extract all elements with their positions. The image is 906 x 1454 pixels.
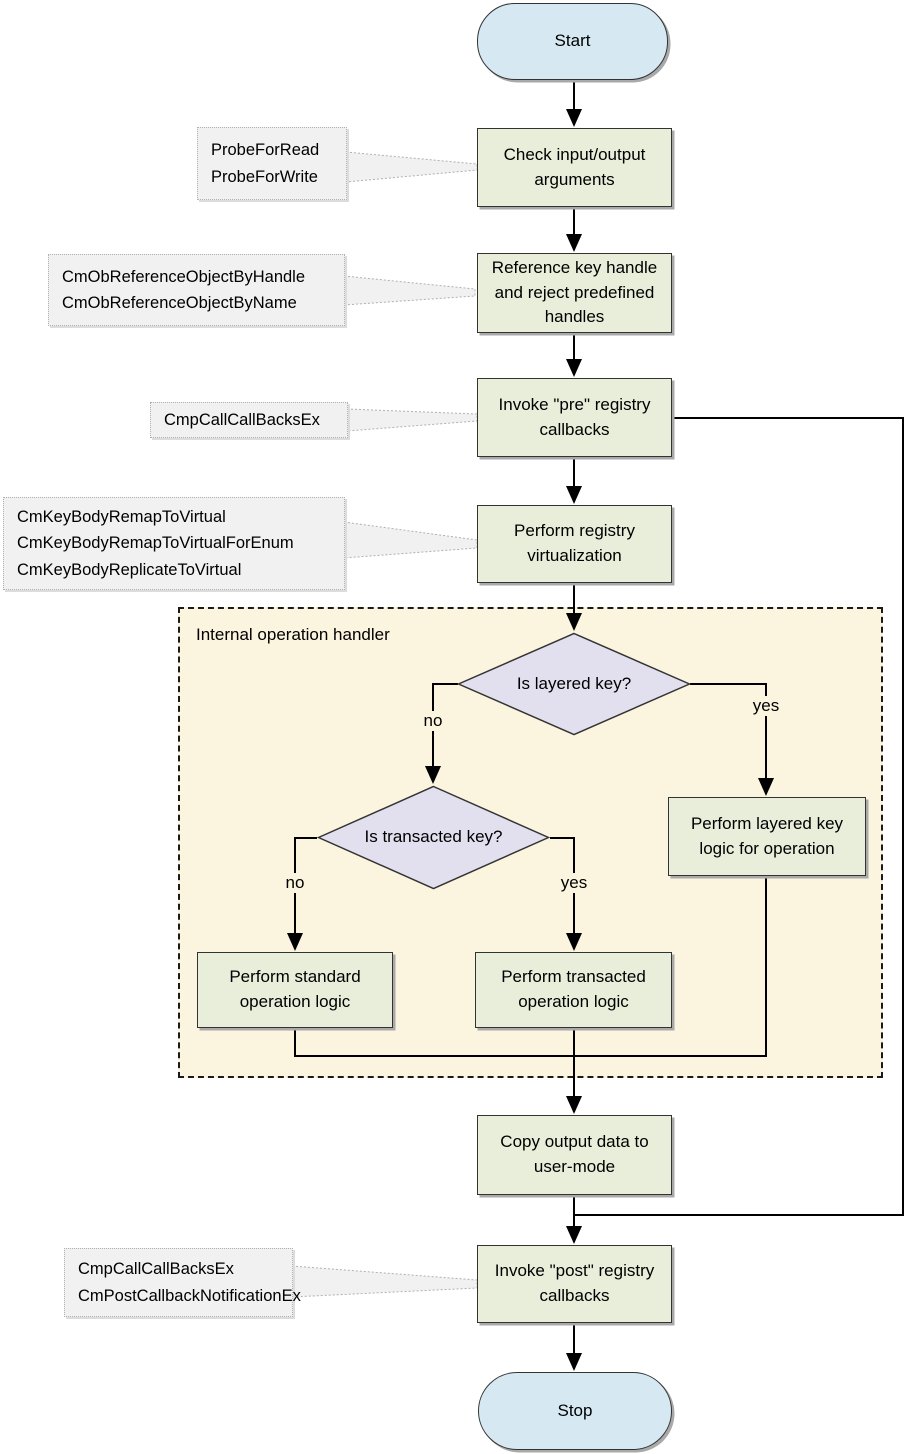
invoke-pre-callbacks-label: Invoke "pre" registry callbacks	[498, 394, 651, 439]
transacted-logic-label: Perform transacted operation logic	[501, 967, 646, 1011]
annotation-line: CmObReferenceObjectByName	[62, 294, 297, 312]
diamond-shape	[317, 785, 550, 890]
callout-tail	[345, 151, 478, 183]
callout-tail	[346, 408, 478, 432]
edge-transacted-no	[287, 837, 317, 951]
invoke-pre-callbacks-node: Invoke "pre" registry callbacks	[477, 378, 672, 457]
annotation-virtualization: CmKeyBodyRemapToVirtual CmKeyBodyRemapTo…	[3, 497, 345, 590]
transacted-no-label: no	[281, 873, 309, 893]
annotation-line: CmKeyBodyReplicateToVirtual	[17, 560, 242, 579]
annotation-line: CmObReferenceObjectByHandle	[62, 267, 306, 286]
annotation-line: CmpCallCallBacksEx	[164, 410, 320, 429]
annotation-post-callbacks: CmpCallCallBacksEx CmPostCallbackNotific…	[64, 1248, 301, 1317]
annotation-reference: CmObReferenceObjectByHandle CmObReferenc…	[48, 254, 345, 326]
copy-output-node: Copy output data to user-mode	[477, 1115, 672, 1195]
edge-layered-no	[425, 683, 458, 784]
annotation-probe: ProbeForRead ProbeForWrite	[197, 127, 347, 200]
diamond-shape	[457, 632, 691, 736]
reference-handle-node: Reference key handle and reject predefin…	[477, 253, 672, 333]
edge-transacted-yes	[550, 837, 582, 951]
registry-virtualization-node: Perform registry virtualization	[477, 505, 672, 583]
is-transacted-key-label: Is transacted key?	[364, 827, 503, 847]
check-arguments-label: Check input/output arguments	[503, 144, 646, 189]
annotation-line: ProbeForWrite	[211, 167, 318, 186]
stop-label: Stop	[557, 1400, 593, 1420]
edge-layered-yes	[690, 683, 774, 796]
annotation-line: CmKeyBodyRemapToVirtual	[17, 507, 226, 526]
edge-layered-merge	[574, 876, 767, 1057]
is-transacted-key-decision: Is transacted key?	[317, 785, 550, 890]
registry-virtualization-label: Perform registry virtualization	[514, 521, 635, 565]
invoke-post-callbacks-label: Invoke "post" registry callbacks	[494, 1261, 655, 1305]
annotation-line: CmPostCallbackNotificationEx	[78, 1286, 301, 1305]
copy-output-label: Copy output data to user-mode	[500, 1132, 649, 1176]
callout-tail	[291, 1265, 478, 1298]
transacted-logic-node: Perform transacted operation logic	[475, 952, 672, 1028]
callout-tail	[343, 521, 478, 559]
layered-yes-label: yes	[748, 696, 784, 716]
annotation-line: CmKeyBodyRemapToVirtualForEnum	[17, 534, 294, 553]
transacted-yes-label: yes	[556, 873, 592, 893]
check-arguments-node: Check input/output arguments	[477, 128, 672, 207]
edge-standard-merge	[294, 1028, 574, 1057]
callout-tail	[343, 275, 476, 306]
start-label: Start	[554, 31, 591, 51]
annotation-line: CmpCallCallBacksEx	[78, 1260, 234, 1279]
invoke-post-callbacks-node: Invoke "post" registry callbacks	[477, 1245, 672, 1323]
annotation-line: ProbeForRead	[211, 141, 320, 160]
start-node: Start	[477, 3, 668, 80]
standard-logic-node: Perform standard operation logic	[197, 952, 393, 1028]
region-label: Internal operation handler	[196, 625, 390, 644]
edge-pre-bypass	[574, 417, 904, 1216]
layered-key-logic-label: Perform layered key logic for operation	[690, 813, 844, 858]
standard-logic-label: Perform standard operation logic	[229, 967, 361, 1011]
reference-handle-label: Reference key handle and reject predefin…	[491, 258, 658, 327]
stop-node: Stop	[478, 1372, 672, 1450]
annotation-pre-callbacks: CmpCallCallBacksEx	[150, 402, 348, 438]
is-layered-key-label: Is layered key?	[516, 673, 632, 693]
layered-no-label: no	[419, 711, 447, 731]
is-layered-key-decision: Is layered key?	[457, 632, 691, 736]
layered-key-logic-node: Perform layered key logic for operation	[668, 797, 866, 876]
